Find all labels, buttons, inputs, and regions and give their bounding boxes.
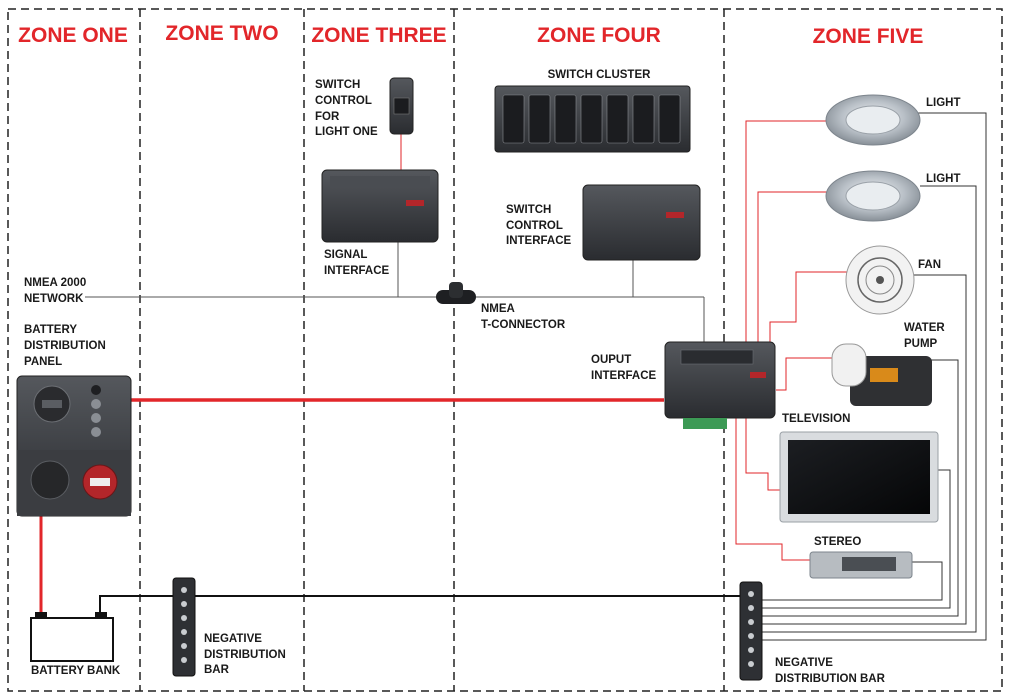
signal-interface-module bbox=[321, 169, 439, 243]
battery-bank bbox=[30, 612, 114, 662]
signal-interface-label-2: INTERFACE bbox=[324, 265, 390, 277]
light-fixture-1 bbox=[825, 94, 921, 146]
labels: SWITCH CONTROL FOR LIGHT ONE SIGNAL INTE… bbox=[24, 69, 961, 685]
switch-control-interface-label-3: INTERFACE bbox=[506, 235, 572, 247]
tv-return bbox=[762, 469, 951, 609]
nmea-network-label-1: NMEA 2000 bbox=[24, 277, 86, 289]
water-pump-label-2: PUMP bbox=[904, 338, 938, 350]
zone-four-title: ZONE FOUR bbox=[537, 24, 661, 47]
battery-distribution-panel bbox=[16, 375, 132, 517]
output-interface-label-1: OUPUT bbox=[591, 354, 631, 366]
panel-indicator-2 bbox=[91, 399, 101, 409]
outer-frame bbox=[7, 8, 1003, 692]
switch-control-label-1: SWITCH bbox=[315, 79, 360, 91]
tv-feed bbox=[745, 418, 782, 491]
light2-feed bbox=[757, 191, 830, 342]
switch-control-label-4: LIGHT ONE bbox=[315, 126, 378, 138]
signal-interface-label-1: SIGNAL bbox=[324, 249, 367, 261]
fan-return bbox=[762, 274, 967, 625]
light2-return bbox=[762, 185, 977, 633]
fan-label: FAN bbox=[918, 259, 941, 271]
switch-cluster-label: SWITCH CLUSTER bbox=[548, 69, 652, 81]
television-unit bbox=[779, 431, 939, 523]
fan-feed bbox=[769, 271, 853, 342]
light1-return bbox=[762, 112, 987, 641]
light-switch bbox=[389, 77, 414, 135]
nmea-t-connector-label-2: T-CONNECTOR bbox=[481, 319, 566, 331]
switch-control-interface-module bbox=[582, 184, 701, 261]
negative-distribution-bar-left bbox=[172, 577, 196, 677]
negative-distribution-bar-right bbox=[739, 581, 763, 681]
stereo-feed bbox=[735, 418, 810, 561]
switch-control-interface-label-1: SWITCH bbox=[506, 204, 551, 216]
water-pump-label-1: WATER bbox=[904, 322, 945, 334]
negative-bar-left-label-1: NEGATIVE bbox=[204, 633, 262, 645]
nmea-t-connector-label-1: NMEA bbox=[481, 303, 515, 315]
stereo-return bbox=[762, 561, 943, 601]
light-1-label: LIGHT bbox=[926, 97, 961, 109]
output-interface-module bbox=[664, 341, 776, 429]
negative-bar-right-label-1: NEGATIVE bbox=[775, 657, 833, 669]
stereo-unit bbox=[809, 551, 913, 579]
panel-indicator-1 bbox=[91, 385, 101, 395]
cluster-switches bbox=[502, 94, 681, 144]
switch-control-label-2: CONTROL bbox=[315, 95, 372, 107]
panel-indicator-4 bbox=[91, 427, 101, 437]
zone-one-title: ZONE ONE bbox=[18, 24, 128, 47]
zone-three-title: ZONE THREE bbox=[311, 24, 446, 47]
stereo-label: STEREO bbox=[814, 536, 861, 548]
light-2-label: LIGHT bbox=[926, 173, 961, 185]
pump-feed bbox=[776, 357, 832, 391]
battery-bank-label: BATTERY BANK bbox=[31, 665, 121, 677]
negative-bar-left-label-3: BAR bbox=[204, 664, 230, 676]
black-ground-wires bbox=[99, 112, 987, 641]
light-fixture-2 bbox=[825, 170, 921, 222]
pump-return bbox=[762, 359, 959, 617]
battery-panel-label-1: BATTERY bbox=[24, 324, 77, 336]
fan-unit bbox=[845, 245, 915, 315]
light1-feed bbox=[745, 120, 830, 342]
zone-two-title: ZONE TWO bbox=[165, 22, 278, 45]
red-power-wires bbox=[39, 120, 853, 618]
battery-panel-label-3: PANEL bbox=[24, 356, 62, 368]
negative-bar-right-label-2: DISTRIBUTION BAR bbox=[775, 673, 886, 685]
nmea-t-connector bbox=[436, 282, 476, 304]
switch-control-interface-label-2: CONTROL bbox=[506, 220, 563, 232]
negative-bar-left-label-2: DISTRIBUTION bbox=[204, 649, 286, 661]
signal-wires bbox=[85, 242, 705, 342]
water-pump-unit bbox=[831, 343, 932, 406]
switch-cluster bbox=[494, 85, 691, 153]
panel-indicator-3 bbox=[91, 413, 101, 423]
output-interface-label-2: INTERFACE bbox=[591, 370, 657, 382]
panel-meter bbox=[30, 460, 70, 500]
television-label: TELEVISION bbox=[782, 413, 850, 425]
switch-control-label-3: FOR bbox=[315, 111, 340, 123]
ground-bus bbox=[99, 595, 745, 618]
zone-five-title: ZONE FIVE bbox=[813, 25, 924, 48]
battery-panel-label-2: DISTRIBUTION bbox=[24, 340, 106, 352]
nmea-network-label-2: NETWORK bbox=[24, 293, 84, 305]
output-terminal-block bbox=[683, 418, 727, 429]
